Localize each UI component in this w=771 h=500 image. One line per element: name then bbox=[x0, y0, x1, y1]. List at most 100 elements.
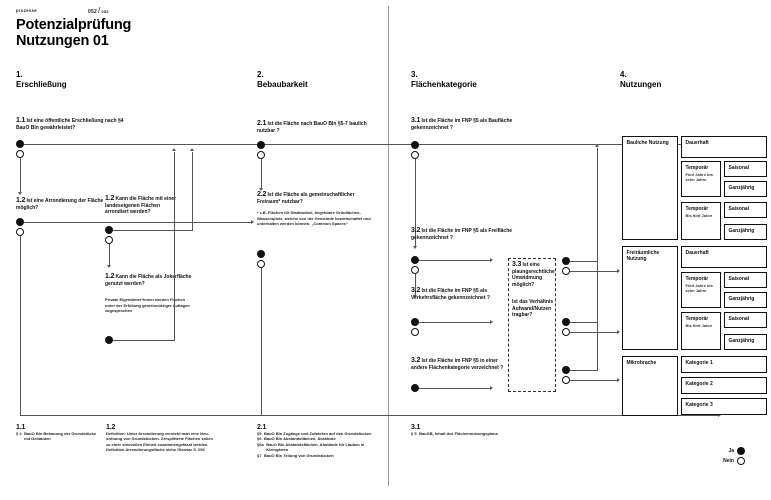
usage-group-1-row-1-option-0[interactable]: Saisonal bbox=[724, 272, 767, 288]
node-yes-1-2-a[interactable] bbox=[16, 218, 24, 226]
node-no-3-3-c[interactable] bbox=[562, 376, 570, 384]
flow-1-2-b-no-line bbox=[109, 244, 110, 266]
footnote-1-1: 1.1 § 4 BauO Bln Bebauung der Grundstück… bbox=[16, 424, 100, 442]
node-yes-1-2-b[interactable] bbox=[105, 226, 113, 234]
footnote-1-1-item-0: § 4 BauO Bln Bebauung der Grundstücke mi… bbox=[16, 431, 100, 442]
usage-group-0-row-1-option-0[interactable]: Saisonal bbox=[724, 161, 767, 177]
footnote-2-1-item-2: §6a BauO Bln Abstandsflächen, Abstände f… bbox=[257, 442, 383, 453]
footnote-2-1-item-3: §7 BauO Bln Teilung von Grundstücken bbox=[257, 453, 383, 458]
usage-group-2-row-2-main: Kategorie 3 bbox=[685, 402, 713, 408]
usage-group-1-label: Freiräumliche Nutzung bbox=[626, 250, 660, 263]
flow-1-2-c-yes-line-h bbox=[113, 340, 175, 341]
usage-group-1-row-2-option-0[interactable]: Saisonal bbox=[724, 312, 767, 328]
usage-group-1-row-0[interactable]: Dauerhaft bbox=[681, 246, 767, 268]
node-yes-3-3-c[interactable] bbox=[562, 366, 570, 374]
node-no-1-1[interactable] bbox=[16, 150, 24, 158]
node-no-3-2-b[interactable] bbox=[411, 328, 419, 336]
question-1-1-text: Ist eine öffentliche Erschließung nach §… bbox=[16, 118, 124, 131]
usage-group-0-row-0[interactable]: Dauerhaft bbox=[681, 136, 767, 158]
node-yes-2-1[interactable] bbox=[257, 141, 265, 149]
usage-group-0-row-1-sub: Fünf Jahre bis zehn Jahre bbox=[685, 172, 713, 183]
usage-group-1-row-2-option-1[interactable]: Ganzjährig bbox=[724, 334, 767, 350]
flow-3-1-no-arrow bbox=[412, 246, 417, 249]
usage-group-2-row-0[interactable]: Kategorie 1 bbox=[681, 356, 767, 373]
usage-group-1-row-1[interactable]: Temporär Fünf Jahre bis zehn Jahre bbox=[681, 272, 721, 308]
footnote-2-1-item-0-text: BauO Bln Zugänge und Zufahrten auf den G… bbox=[263, 431, 372, 436]
node-no-3-3-a[interactable] bbox=[562, 267, 570, 275]
usage-group-1-row-1-option-0-label: Saisonal bbox=[728, 276, 750, 282]
flow-2-1-no-arrow bbox=[258, 188, 263, 191]
node-no-2-2[interactable] bbox=[257, 260, 265, 268]
folio-left: 052 bbox=[88, 9, 97, 15]
node-no-3-3-b[interactable] bbox=[562, 328, 570, 336]
node-no-3-1[interactable] bbox=[411, 151, 419, 159]
question-1-2-c-note: Private Eigentümer*innen werden Flächen … bbox=[105, 297, 190, 314]
flow-3-3-a-no-line bbox=[570, 271, 618, 272]
usage-group-1-row-2[interactable]: Temporär Bis fünf Jahre bbox=[681, 312, 721, 350]
column-heading-2: 2. Bebaubarkeit bbox=[257, 70, 308, 90]
question-1-2-b: 1.2 Kann die Fläche mit einer landeseige… bbox=[105, 195, 185, 216]
footnote-1-2-number: 1.2 bbox=[106, 424, 116, 431]
node-yes-3-3-a[interactable] bbox=[562, 257, 570, 265]
usage-group-2-row-2[interactable]: Kategorie 3 bbox=[681, 398, 767, 415]
column-heading-3: 3. Flächenkategorie bbox=[411, 70, 477, 90]
usage-group-0-row-2[interactable]: Temporär Bis fünf Jahre bbox=[681, 202, 721, 240]
usage-group-2-row-1-main: Kategorie 2 bbox=[685, 381, 713, 387]
footnote-2-1-item-1: §6 BauO Bln Abstandsflächen, Abstände bbox=[257, 436, 383, 441]
usage-group-1-row-2-sub: Bis fünf Jahre bbox=[685, 323, 713, 329]
usage-group-1-row-1-main: Temporär bbox=[685, 276, 709, 282]
usage-group-2-label: Mikrobrache bbox=[626, 360, 657, 366]
flow-3-3-yes-riser-arrow bbox=[594, 144, 599, 147]
node-yes-3-2-b[interactable] bbox=[411, 318, 419, 326]
flow-2-1-no-line bbox=[261, 159, 262, 189]
folio: 052 / 053 bbox=[88, 6, 109, 15]
node-yes-3-2-a[interactable] bbox=[411, 256, 419, 264]
usage-group-1-label-box[interactable]: Freiräumliche Nutzung bbox=[622, 246, 678, 350]
usage-group-0-row-2-option-0-label: Saisonal bbox=[728, 206, 750, 212]
node-no-2-1[interactable] bbox=[257, 151, 265, 159]
usage-group-0-label-box[interactable]: Bauliche Nutzung bbox=[622, 136, 678, 240]
flow-1-2-b-yes-line-v bbox=[192, 152, 193, 230]
flow-3-3-b-no-line bbox=[570, 332, 618, 333]
node-no-1-2-b[interactable] bbox=[105, 236, 113, 244]
usage-group-0-row-1-option-1[interactable]: Ganzjährig bbox=[724, 181, 767, 197]
flow-1-2-b-no-arrow bbox=[106, 265, 111, 268]
footnote-2-1: 2.1 §5 BauO Bln Zugänge und Zufahrten au… bbox=[257, 424, 383, 458]
node-no-3-2-a[interactable] bbox=[411, 266, 419, 274]
question-1-2-a-number: 1.2 bbox=[16, 197, 26, 204]
footnote-1-1-item-0-text: BauO Bln Bebauung der Grundstücke mit Ge… bbox=[24, 431, 97, 442]
column-3-number: 3. bbox=[411, 70, 418, 79]
footnote-2-1-item-2-text: BauO Bln Abstandsflächen, Abstände für L… bbox=[266, 441, 365, 453]
footnote-1-2: 1.2 Definition: Unter Arrondierung verst… bbox=[106, 424, 238, 453]
node-yes-1-2-c[interactable] bbox=[105, 336, 113, 344]
usage-group-0-row-2-option-1[interactable]: Ganzjährig bbox=[724, 224, 767, 240]
node-yes-3-3-b[interactable] bbox=[562, 318, 570, 326]
usage-group-0-row-1[interactable]: Temporär Fünf Jahre bis zehn Jahre bbox=[681, 161, 721, 197]
usage-group-2-row-1[interactable]: Kategorie 2 bbox=[681, 377, 767, 394]
flow-1-1-yes-line bbox=[24, 144, 719, 145]
node-yes-2-2[interactable] bbox=[257, 250, 265, 258]
usage-group-2-label-box[interactable]: Mikrobrache bbox=[622, 356, 678, 416]
footnote-1-2-line-3: Definition Arrondierungsfläche siehe Glo… bbox=[106, 447, 205, 453]
question-2-2-number: 2.2 bbox=[257, 191, 267, 198]
question-3-1-text: Ist die Fläche im FNP §5 als Baufläche g… bbox=[411, 118, 513, 131]
usage-group-0-row-2-option-0[interactable]: Saisonal bbox=[724, 202, 767, 218]
legend-yes-dot-icon bbox=[737, 447, 745, 455]
usage-group-0-row-1-option-0-label: Saisonal bbox=[728, 165, 750, 171]
node-yes-3-1[interactable] bbox=[411, 141, 419, 149]
question-1-2-c: 1.2 Kann die Fläche als Jokerfläche genu… bbox=[105, 273, 195, 287]
node-no-1-2-a[interactable] bbox=[16, 228, 24, 236]
question-1-2-b-number: 1.2 bbox=[105, 195, 115, 202]
flow-3-2-b-yes-arrow bbox=[490, 319, 493, 324]
usage-group-0-label: Bauliche Nutzung bbox=[626, 140, 669, 146]
flow-1-2-a-yes-line bbox=[24, 222, 252, 223]
footnote-1-2-line-1: ordnung von Grundstücken. Zersplitterte … bbox=[106, 436, 213, 442]
node-yes-1-1[interactable] bbox=[16, 140, 24, 148]
flow-3-2-c-yes-arrow bbox=[490, 385, 493, 390]
usage-group-1-row-1-option-1[interactable]: Ganzjährig bbox=[724, 292, 767, 308]
flow-3-3-c-no-line bbox=[570, 380, 618, 381]
node-yes-3-2-c[interactable] bbox=[411, 384, 419, 392]
legend: Ja Nein bbox=[718, 447, 745, 465]
footnote-2-1-number: 2.1 bbox=[257, 424, 267, 431]
